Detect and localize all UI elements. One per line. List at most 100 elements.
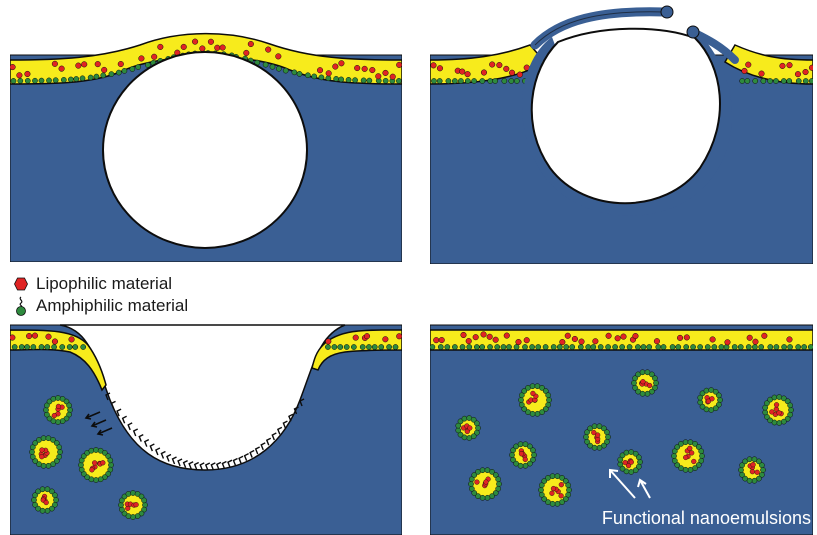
amphiphilic-molecule — [25, 78, 30, 83]
amphiphilic-molecule — [768, 344, 773, 349]
lipophilic-molecule — [46, 334, 52, 340]
lipophilic-molecule — [276, 54, 282, 60]
lipophilic-molecule — [524, 337, 530, 343]
amphiphilic-molecule — [661, 344, 666, 349]
amphiphilic-molecule — [551, 344, 556, 349]
amphiphilic-molecule — [431, 78, 436, 83]
lipophilic-molecule — [200, 46, 206, 52]
amphiphilic-molecule — [509, 78, 514, 83]
lipophilic-molecule — [326, 71, 332, 77]
amphiphilic-molecule — [25, 344, 30, 349]
amphiphilic-molecule — [346, 77, 351, 82]
amphiphilic-molecule — [445, 344, 450, 349]
lipophilic-molecule — [572, 336, 578, 342]
amphiphilic-molecule — [612, 344, 617, 349]
amphiphilic-molecule — [529, 344, 534, 349]
amphiphilic-molecule — [53, 78, 58, 83]
amphiphilic-molecule — [94, 74, 99, 79]
lipophilic-molecule — [433, 337, 439, 343]
amphiphilic-molecule — [522, 344, 527, 349]
lipophilic-molecule — [742, 68, 748, 74]
amphiphilic-molecule — [712, 344, 717, 349]
lipophilic-molecule — [248, 41, 254, 47]
green-surfactant-icon — [14, 296, 28, 316]
lipophilic-molecule — [459, 69, 465, 75]
amphiphilic-molecule — [276, 66, 281, 71]
lipophilic-molecule — [362, 66, 368, 72]
amphiphilic-molecule — [116, 70, 121, 75]
amphiphilic-molecule — [458, 78, 463, 83]
lipophilic-molecule — [593, 338, 599, 344]
lipophilic-molecule — [753, 339, 759, 345]
lipophilic-molecule — [95, 61, 101, 67]
amphiphilic-molecule — [465, 78, 470, 83]
amphiphilic-molecule — [480, 344, 485, 349]
amphiphilic-molecule — [474, 344, 479, 349]
amphiphilic-molecule — [31, 344, 36, 349]
lipophilic-molecule — [497, 62, 503, 68]
lipophilic-molecule — [383, 336, 389, 342]
lipophilic-molecule — [503, 66, 509, 72]
amphiphilic-molecule — [351, 344, 356, 349]
amphiphilic-molecule — [32, 78, 37, 83]
amphiphilic-molecule — [656, 344, 661, 349]
nanoemulsion-droplet — [738, 457, 765, 484]
amphiphilic-molecule — [325, 344, 330, 349]
amphiphilic-molecule — [598, 344, 603, 349]
lipophilic-molecule — [579, 339, 585, 345]
lipophilic-molecule — [181, 44, 187, 50]
panel-nanoemulsions — [430, 325, 814, 535]
lipophilic-molecule — [560, 339, 566, 345]
rim-droplet — [661, 6, 673, 18]
amphiphilic-molecule — [591, 344, 596, 349]
lipophilic-molecule — [762, 333, 768, 339]
amphiphilic-molecule — [676, 344, 681, 349]
lipophilic-molecule — [244, 50, 250, 56]
lipophilic-molecule — [32, 333, 38, 339]
lipophilic-molecule — [76, 63, 82, 69]
amphiphilic-molecule — [781, 78, 786, 83]
lipophilic-molecule — [317, 67, 323, 73]
panel-bubble — [10, 34, 402, 262]
lipophilic-molecule — [353, 335, 359, 341]
amphiphilic-molecule — [809, 78, 814, 83]
amphiphilic-molecule — [109, 71, 114, 76]
lipophilic-molecule — [489, 62, 495, 68]
lipophilic-molecule — [516, 339, 522, 345]
amphiphilic-molecule — [74, 76, 79, 81]
panel-cavity — [10, 325, 402, 535]
amphiphilic-molecule — [352, 78, 357, 83]
amphiphilic-molecule — [332, 344, 337, 349]
lipophilic-molecule — [787, 62, 793, 68]
amphiphilic-molecule — [620, 344, 625, 349]
rim-droplet — [687, 26, 699, 38]
nanoemulsion-droplet — [468, 468, 501, 501]
amphiphilic-molecule — [452, 344, 457, 349]
lipophilic-molecule — [803, 69, 809, 75]
lipophilic-molecule — [396, 333, 402, 339]
nanoemulsion-droplet — [509, 442, 536, 469]
amphiphilic-molecule — [360, 344, 365, 349]
amphiphilic-molecule — [430, 344, 435, 349]
amphiphilic-molecule — [564, 344, 569, 349]
amphiphilic-molecule — [767, 78, 772, 83]
amphiphilic-molecule — [787, 78, 792, 83]
lipophilic-molecule — [615, 335, 621, 341]
nanoemulsion-droplet — [31, 487, 58, 514]
lipophilic-molecule — [139, 56, 145, 62]
amphiphilic-molecule — [641, 344, 646, 349]
amphiphilic-molecule — [12, 344, 17, 349]
nanoemulsion-droplet — [671, 440, 704, 473]
lipophilic-molecule — [621, 334, 627, 340]
amphiphilic-molecule — [393, 344, 398, 349]
amphiphilic-molecule — [761, 78, 766, 83]
lipophilic-molecule — [192, 39, 198, 45]
legend-amphiphilic-label: Amphiphilic material — [36, 296, 188, 316]
lipophilic-molecule — [326, 339, 332, 345]
amphiphilic-molecule — [557, 344, 562, 349]
amphiphilic-molecule — [396, 78, 401, 83]
lipophilic-molecule — [375, 73, 381, 79]
amphiphilic-molecule — [495, 344, 500, 349]
amphiphilic-molecule — [480, 78, 485, 83]
